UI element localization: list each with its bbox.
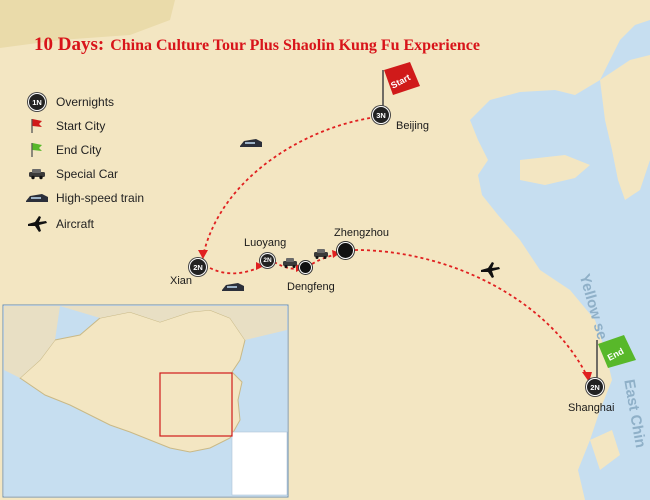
overnight-badge-icon: 1N	[28, 93, 46, 111]
start-flag: Start	[382, 62, 420, 112]
car-icon	[314, 249, 328, 259]
airplane-icon	[28, 216, 47, 232]
china-inset-map	[2, 304, 289, 498]
legend-item-overnights: 1N Overnights	[26, 92, 114, 112]
city-label-beijing: Beijing	[396, 120, 430, 132]
inset-highlight-box	[159, 372, 233, 437]
legend-label: Overnights	[56, 95, 115, 109]
train-icon	[222, 283, 244, 291]
legend-item-aircraft: Aircraft	[26, 214, 94, 234]
bohai-sea	[470, 105, 545, 150]
legend-label: Aircraft	[56, 217, 95, 231]
arrowhead-zhengzhou	[332, 250, 340, 258]
red-flag-icon	[31, 119, 42, 133]
coast-island	[590, 430, 620, 470]
city-label-zhengzhou: Zhengzhou	[334, 227, 390, 239]
city-label-luoyang: Luoyang	[244, 237, 287, 249]
inset-neighbor-land	[4, 306, 60, 378]
inset-neighbor-land-north	[60, 306, 287, 340]
legend-label: Special Car	[56, 167, 119, 181]
arrowhead-luoyang	[256, 262, 264, 270]
city-label-xian: Xian	[170, 275, 193, 287]
car-icon	[29, 169, 45, 180]
tour-title-text: China Culture Tour Plus Shaolin Kung Fu …	[110, 37, 480, 54]
legend-label: End City	[56, 143, 102, 157]
city-marker-dengfeng	[299, 261, 312, 274]
arrowhead-xian	[198, 250, 208, 259]
northern-land-region	[0, 0, 175, 48]
shandong-peninsula	[520, 155, 590, 185]
overnight-badge-xian: 2N	[189, 258, 207, 276]
green-flag-icon	[31, 143, 42, 157]
legend-label: Start City	[56, 119, 106, 133]
legend-item-high-speed-train: High-speed train	[26, 188, 144, 208]
korean-peninsula	[600, 55, 650, 200]
airplane-icon	[481, 262, 500, 278]
city-marker-zhengzhou	[337, 242, 354, 259]
tour-title-days: 10 Days:	[34, 34, 105, 55]
route-beijing-xian	[202, 117, 371, 257]
city-label-shanghai: Shanghai	[568, 402, 615, 414]
end-flag: End	[596, 335, 636, 382]
tour-title: 10 Days: China Culture Tour Plus Shaolin…	[34, 34, 480, 56]
city-label-dengfeng: Dengfeng	[287, 281, 335, 293]
legend-item-start-city: Start City	[26, 116, 105, 136]
overnight-badge-beijing: 3N	[372, 106, 390, 124]
route-zhengzhou-shanghai	[354, 249, 589, 379]
car-icon	[283, 258, 297, 268]
train-icon	[240, 139, 262, 147]
train-icon	[26, 194, 48, 202]
legend-item-end-city: End City	[26, 140, 101, 160]
overnight-badge-shanghai: 2N	[586, 378, 604, 396]
legend-item-special-car: Special Car	[26, 164, 118, 184]
legend-label: High-speed train	[56, 191, 145, 205]
overnight-badge-luoyang: 2N	[260, 253, 275, 268]
